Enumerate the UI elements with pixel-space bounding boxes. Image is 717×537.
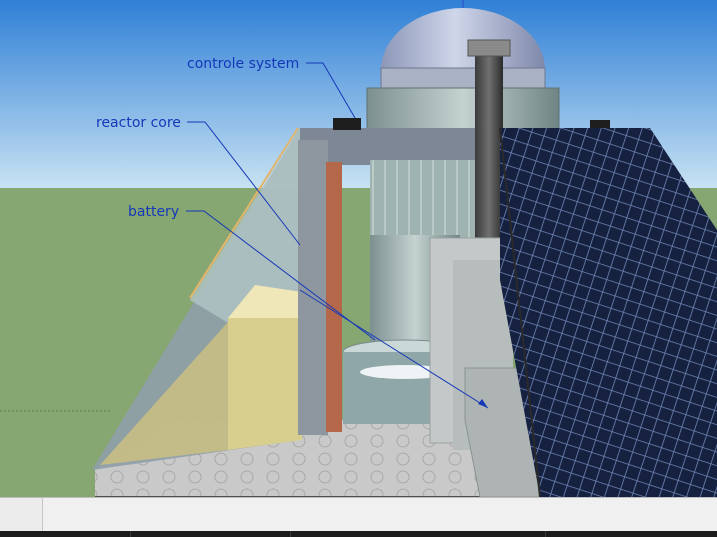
chimney-cap	[468, 40, 510, 56]
status-bar-left-panel[interactable]	[0, 498, 43, 532]
dome-base-ring	[381, 68, 545, 90]
control-box	[333, 118, 361, 130]
status-bar	[0, 497, 717, 532]
3d-model-scene[interactable]	[0, 0, 717, 497]
roof-frame	[300, 128, 502, 165]
chimney	[475, 55, 503, 240]
annotation-reactor-core[interactable]: reactor core	[96, 115, 181, 131]
model-viewport[interactable]: controle system reactor core battery	[0, 0, 717, 497]
frame-wall-left	[298, 140, 328, 435]
taskbar-segment	[290, 531, 331, 537]
annotation-battery[interactable]: battery	[128, 204, 179, 220]
battery-block	[228, 318, 302, 450]
solar-panel-roof	[500, 128, 717, 497]
taskbar-segment	[545, 531, 586, 537]
taskbar-strip	[0, 531, 717, 537]
status-bar-message-panel	[44, 498, 717, 532]
support-column	[326, 162, 342, 432]
cylinder-tower	[367, 88, 559, 130]
taskbar-segment	[130, 531, 171, 537]
annotation-control-system[interactable]: controle system	[187, 56, 299, 72]
